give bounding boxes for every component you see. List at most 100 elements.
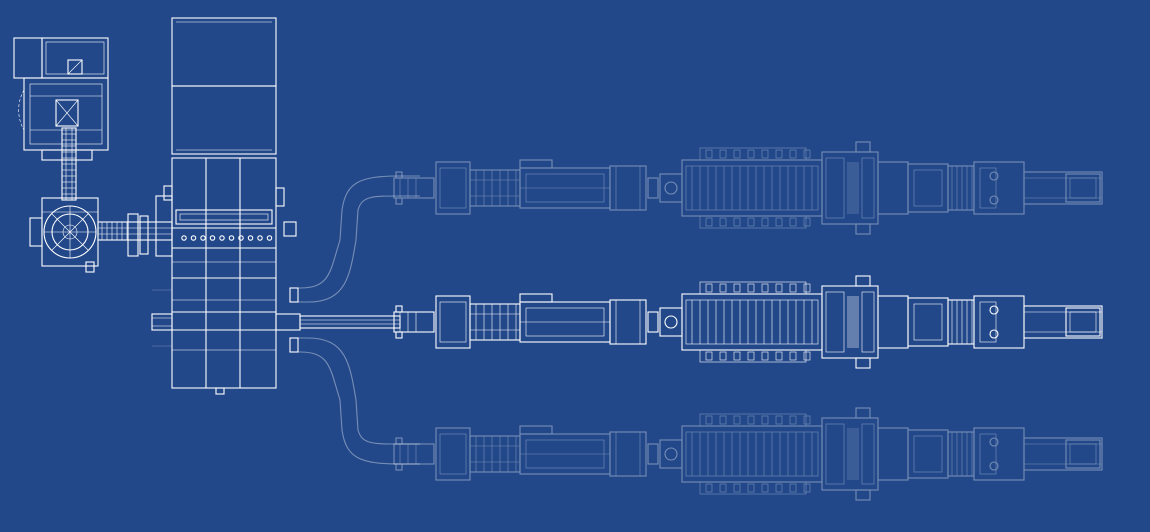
lower-transfer-tube (290, 337, 420, 465)
blueprint-stroke (685, 431, 819, 477)
blueprint-stroke (719, 415, 727, 425)
blueprint-stroke (789, 415, 797, 425)
blueprint-stroke (747, 283, 755, 293)
blueprint-stroke (190, 235, 197, 241)
blueprint-stroke (1065, 439, 1101, 469)
blueprint-stroke (127, 213, 139, 257)
blueprint-stroke (395, 171, 403, 179)
blueprint-stroke (1065, 173, 1101, 203)
blueprint-stroke (1069, 443, 1097, 465)
blueprint-stroke (989, 195, 999, 205)
blueprint-stroke (855, 275, 871, 287)
blueprint-stroke (877, 161, 909, 215)
blueprint-stroke (647, 311, 659, 333)
blueprint-stroke (789, 283, 797, 293)
blueprint-stroke (789, 351, 797, 361)
blueprint-stroke (973, 295, 1025, 349)
blueprint-stroke (761, 149, 769, 159)
blueprint-stroke (979, 433, 997, 475)
blueprint-stroke (877, 427, 909, 481)
blueprint-stroke (283, 221, 297, 237)
blueprint-stroke (803, 415, 811, 425)
blueprint-stroke (151, 313, 173, 331)
blueprint-stroke (789, 217, 797, 227)
blueprint-stroke (973, 427, 1025, 481)
storage-cabinet (171, 17, 277, 155)
blueprint-stroke (747, 149, 755, 159)
main-production-lane (393, 275, 1103, 369)
blueprint-stroke (775, 415, 783, 425)
blueprint-stroke (989, 171, 999, 181)
blueprint-stroke (719, 351, 727, 361)
blueprint-stroke (469, 303, 521, 341)
blueprint-stroke (200, 235, 206, 241)
blueprint-stroke (299, 315, 401, 329)
blueprint-stroke (861, 423, 875, 485)
blueprint-stroke (907, 163, 949, 213)
blueprint-stroke (699, 281, 807, 295)
blueprint-stroke (67, 59, 83, 75)
blueprint-stroke (1069, 177, 1097, 199)
blueprint-stroke (67, 59, 83, 75)
feeder-machine (13, 37, 109, 161)
blueprint-stroke (973, 161, 1025, 215)
blueprint-stroke (803, 351, 811, 361)
blueprint-stroke (525, 439, 605, 469)
turntable-unit (29, 197, 99, 273)
blueprint-stroke (789, 483, 797, 493)
blueprint-stroke (803, 483, 811, 493)
blueprint-stroke (733, 149, 741, 159)
blueprint-stroke (947, 431, 975, 477)
blueprint-stroke (913, 435, 943, 473)
blueprint-stroke (55, 99, 79, 127)
blueprint-stroke (181, 235, 187, 241)
blueprint-stroke (609, 431, 647, 477)
blueprint-stroke (393, 177, 435, 199)
blueprint-stroke (989, 329, 999, 339)
blueprint-stroke (435, 161, 471, 215)
blueprint-stroke (469, 169, 521, 207)
blueprint-stroke (733, 283, 741, 293)
blueprint-stroke (519, 159, 553, 169)
blueprint-stroke (228, 235, 235, 241)
blueprint-stroke (821, 151, 879, 225)
blueprint-stroke (789, 149, 797, 159)
blueprint-stroke (803, 149, 811, 159)
blueprint-stroke (664, 315, 678, 329)
blueprint-stroke (747, 351, 755, 361)
blueprint-stroke (179, 213, 269, 221)
blueprint-stroke (519, 293, 553, 303)
blueprint-stroke (171, 157, 277, 389)
blueprint-stroke (681, 293, 823, 351)
blueprint-stroke (855, 489, 871, 501)
blueprint-stroke (747, 415, 755, 425)
blueprint-stroke (435, 427, 471, 481)
blueprint-stroke (290, 175, 420, 289)
blueprint-stroke (55, 99, 79, 127)
blueprint-stroke (519, 167, 611, 209)
blueprint-stroke (439, 167, 467, 209)
blueprint-stroke (747, 483, 755, 493)
blueprint-stroke (705, 483, 713, 493)
blueprint-stroke (979, 167, 997, 209)
blueprint-stroke (290, 337, 420, 445)
blueprint-stroke (519, 433, 611, 475)
blueprint-stroke (719, 283, 727, 293)
blueprint-stroke (855, 357, 871, 369)
blueprint-stroke (913, 303, 943, 341)
blueprint-stroke (209, 235, 216, 241)
blueprint-stroke (719, 483, 727, 493)
central-processing-chamber (163, 157, 297, 395)
blueprint-stroke (825, 423, 845, 485)
blueprint-stroke (855, 407, 871, 419)
main-transfer-tube (275, 287, 401, 353)
blueprint-stroke (659, 173, 683, 203)
blueprint-stroke (266, 235, 273, 241)
blueprint-stroke (989, 437, 999, 447)
blueprint-stroke (395, 437, 403, 445)
blueprint-stroke (659, 439, 683, 469)
blueprint-stroke (163, 185, 173, 201)
upper-production-lane (393, 141, 1103, 235)
vertical-conveyor (61, 127, 77, 201)
